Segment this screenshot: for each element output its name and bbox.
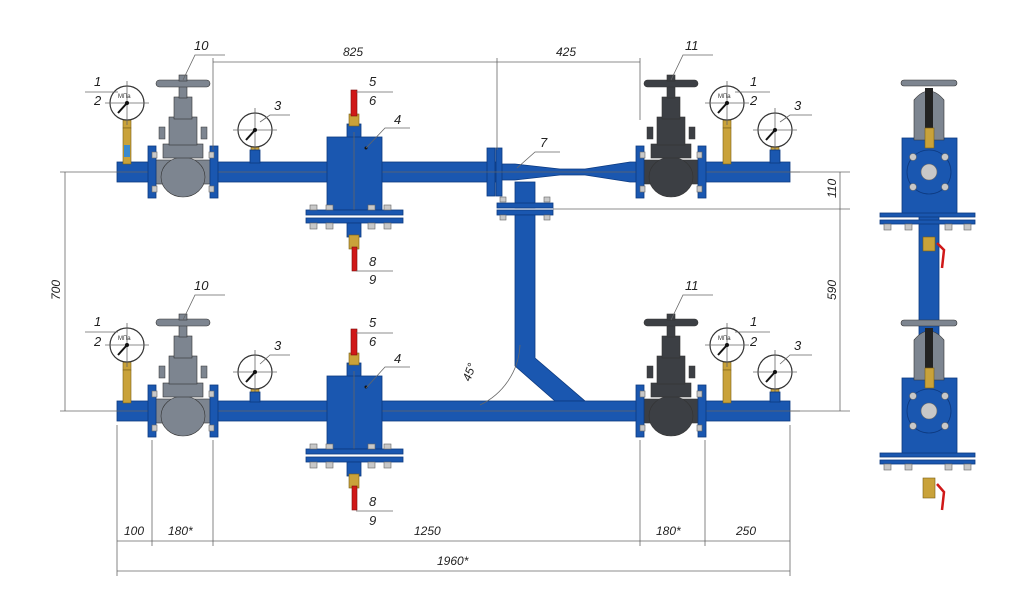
top-line: МПа МПа [60, 74, 800, 272]
side-view [879, 79, 976, 511]
label-8: 8 [369, 254, 377, 269]
label-2-b: 2 [93, 334, 102, 349]
gauge-unit: МПа [718, 336, 731, 342]
gauge-unit: МПа [118, 336, 131, 342]
label-1-right: 1 [750, 74, 757, 89]
label-3-right: 3 [794, 98, 802, 113]
gate-valve-10-top [147, 74, 219, 199]
label-5-b: 5 [369, 315, 377, 330]
label-10: 10 [194, 38, 209, 53]
label-3-b: 3 [274, 338, 282, 353]
connecting-pipe [496, 181, 587, 402]
dim-425: 425 [556, 45, 576, 59]
dim-250: 250 [735, 524, 756, 538]
angle-label: 45° [460, 361, 479, 383]
dim-590: 590 [825, 280, 839, 300]
label-10-b: 10 [194, 278, 209, 293]
label-4-b: 4 [394, 351, 401, 366]
gauge-bottom-right-3 [752, 349, 798, 403]
gate-valve-11-bottom [635, 313, 707, 438]
gauge-top-left-1: МПа [104, 80, 150, 165]
gauge-top-right-3 [752, 107, 798, 164]
label-1: 1 [94, 74, 101, 89]
label-2: 2 [93, 93, 102, 108]
gauge-top-left-3 [232, 107, 278, 164]
label-11-b: 11 [685, 278, 699, 293]
label-2-right: 2 [749, 93, 758, 108]
side-unit-bottom [879, 319, 976, 511]
label-9: 9 [369, 272, 376, 287]
label-6-b: 6 [369, 334, 377, 349]
gauge-top-right-1: МПа [704, 80, 750, 165]
label-4: 4 [394, 112, 401, 127]
gate-valve-11-top [635, 74, 707, 199]
label-5: 5 [369, 74, 377, 89]
label-11: 11 [685, 38, 699, 53]
angle-arc [479, 344, 521, 406]
label-1-b-right: 1 [750, 314, 757, 329]
dim-100: 100 [124, 524, 144, 538]
gauge-unit: МПа [118, 94, 131, 100]
dimensions: 825 425 700 110 590 100 180* 1250 180* 2… [49, 45, 850, 576]
dim-180-right: 180* [656, 524, 681, 538]
bottom-line: МПа МПа 45° [60, 313, 800, 511]
leader-labels: 1 2 10 3 5 6 4 7 8 9 11 1 2 3 1 2 10 3 5… [85, 38, 812, 528]
gauge-bottom-left-1: МПа [104, 322, 150, 404]
label-9-b: 9 [369, 513, 376, 528]
side-unit-top [879, 79, 976, 269]
gauge-bottom-left-3 [232, 349, 278, 403]
gate-valve-10-bottom [147, 313, 219, 438]
dim-110: 110 [825, 179, 839, 198]
dim-1250: 1250 [414, 524, 441, 538]
dim-1960: 1960* [437, 554, 469, 568]
label-1-b: 1 [94, 314, 101, 329]
label-3: 3 [274, 98, 282, 113]
gauge-bottom-right-1: МПа [704, 322, 750, 404]
label-6: 6 [369, 93, 377, 108]
label-7: 7 [540, 135, 548, 150]
label-2-b-right: 2 [749, 334, 758, 349]
dim-825: 825 [343, 45, 363, 59]
gauge-unit: МПа [718, 94, 731, 100]
dim-180-left: 180* [168, 524, 193, 538]
label-8-b: 8 [369, 494, 377, 509]
dim-700: 700 [49, 280, 63, 300]
label-3-b-right: 3 [794, 338, 802, 353]
